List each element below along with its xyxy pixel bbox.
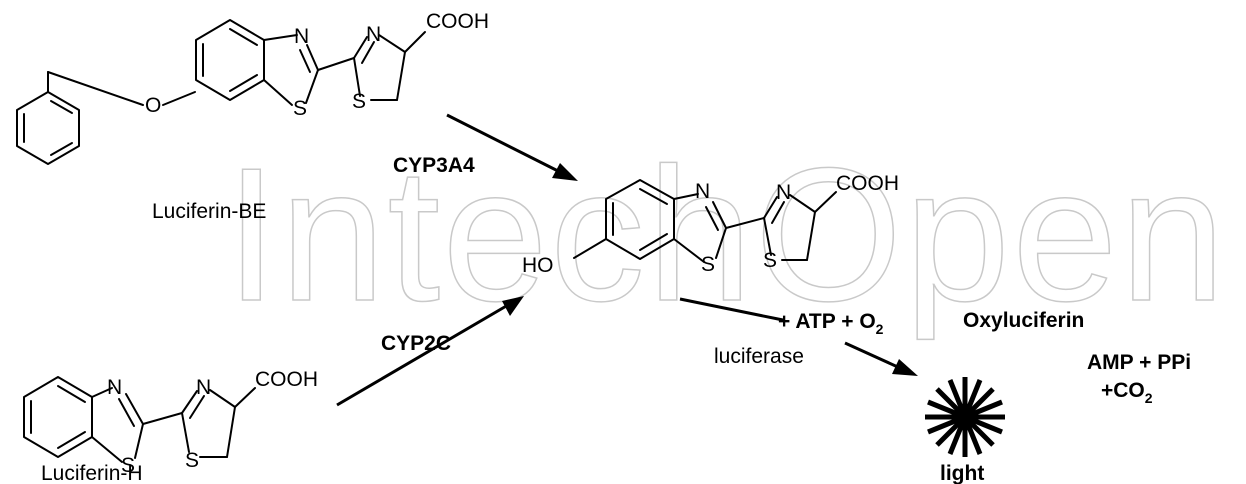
luciferin-structure — [573, 179, 837, 263]
atom-n: N — [776, 181, 791, 204]
label-co2: +CO2 — [1101, 379, 1153, 406]
co2-text: +CO — [1101, 379, 1145, 402]
co2-subscript: 2 — [1145, 390, 1153, 406]
label-light: light — [940, 462, 984, 484]
label-luciferin-be: Luciferin-BE — [152, 200, 266, 223]
atp-text: + ATP + O — [778, 310, 876, 333]
atom-n: N — [107, 376, 122, 399]
atom-s: S — [352, 90, 366, 113]
luciferin-be-structure — [16, 19, 426, 165]
atom-n: N — [294, 25, 309, 48]
atom-n: N — [196, 376, 211, 399]
atom-n: N — [695, 180, 710, 203]
atom-s: S — [121, 454, 135, 477]
atom-cooh: COOH — [426, 10, 489, 33]
atp-subscript: 2 — [876, 321, 884, 337]
label-cyp2c: CYP2C — [381, 332, 451, 355]
arrow-cyp3a4 — [446, 113, 578, 181]
atom-o: O — [145, 94, 161, 117]
atom-s: S — [185, 449, 199, 472]
label-luciferin-h: Luciferin-H — [41, 462, 143, 484]
light-burst-icon — [925, 377, 1005, 457]
atom-cooh: COOH — [255, 368, 318, 391]
label-luciferase: luciferase — [714, 345, 804, 368]
atom-cooh: COOH — [836, 172, 899, 195]
atom-s: S — [701, 253, 715, 276]
watermark: IntechOpen — [225, 129, 1227, 341]
label-atp-o2: + ATP + O2 — [778, 310, 884, 337]
atom-ho: HO — [522, 254, 554, 277]
arrow-cyp2c — [336, 296, 524, 407]
atom-s: S — [763, 249, 777, 272]
arrow-luciferase — [679, 297, 918, 376]
atom-s: S — [293, 97, 307, 120]
label-oxyluciferin: Oxyluciferin — [963, 309, 1084, 332]
label-cyp3a4: CYP3A4 — [393, 154, 475, 177]
atom-n: N — [366, 23, 381, 46]
label-amp-ppi: AMP + PPi — [1087, 351, 1191, 374]
luciferin-h-structure — [23, 376, 256, 463]
